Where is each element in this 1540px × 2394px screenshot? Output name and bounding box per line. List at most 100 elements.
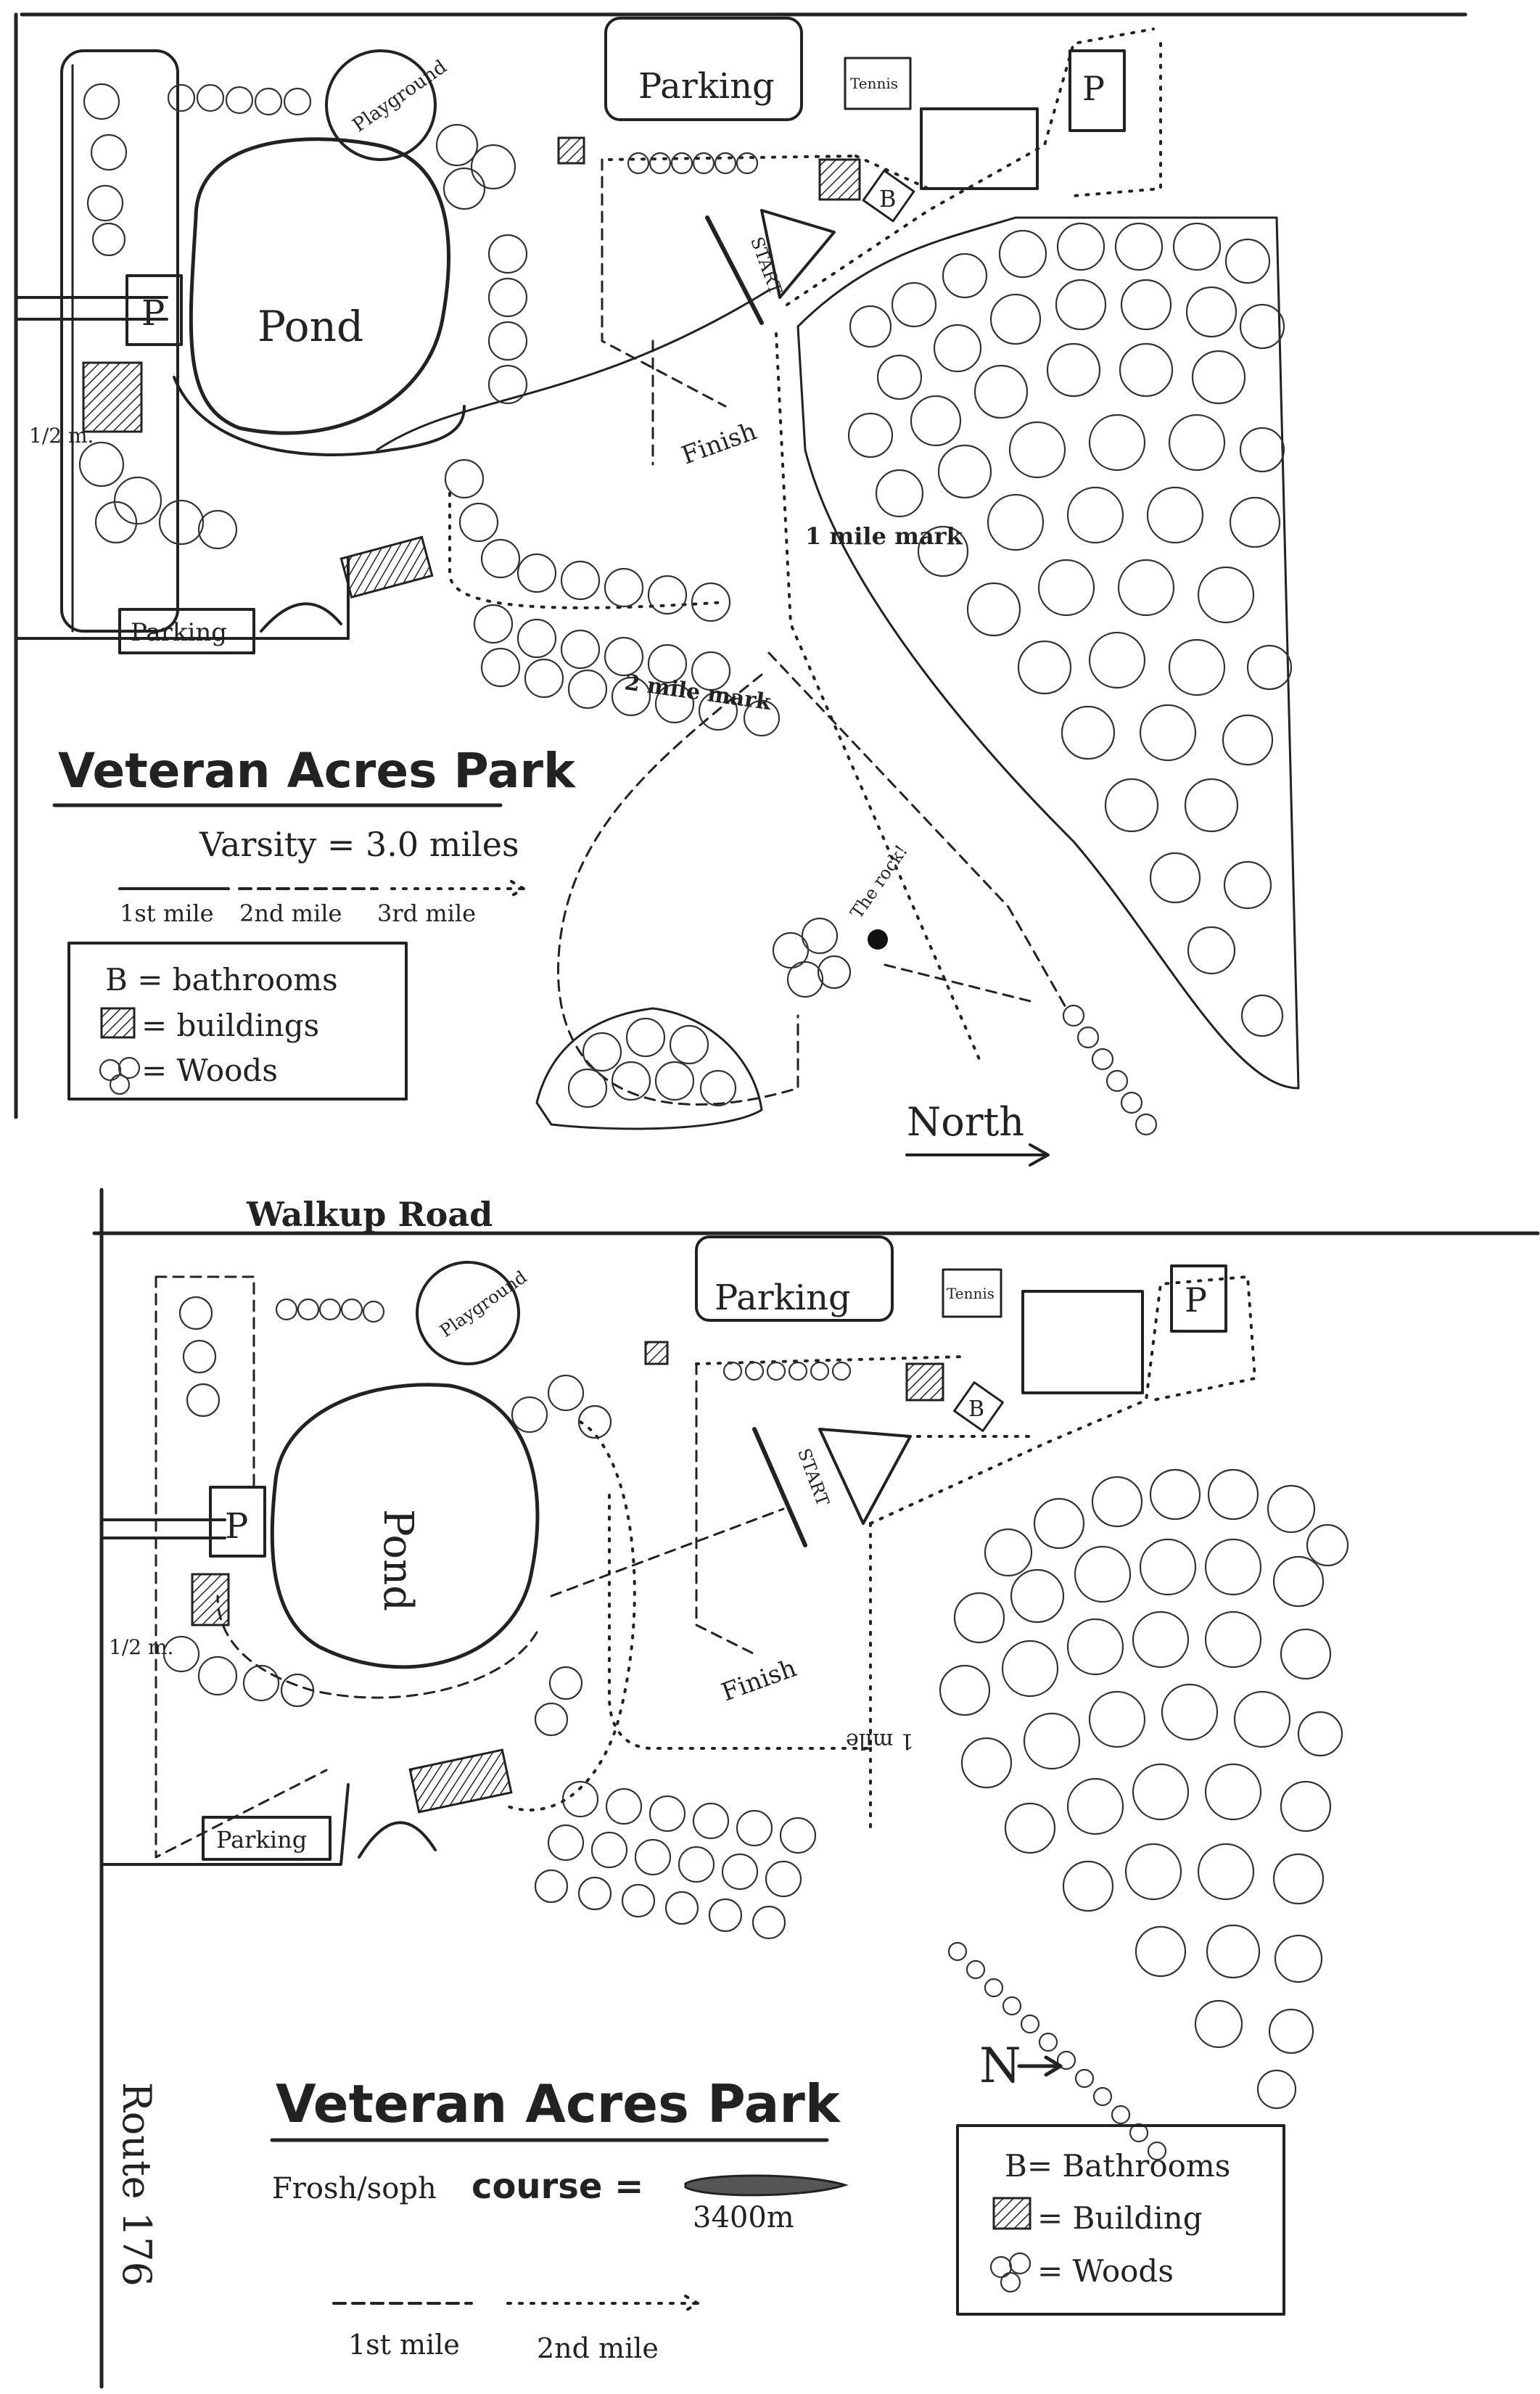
walkup-road-label: Walkup Road: [246, 1195, 493, 1234]
map-subtitle-prefix: Frosh/soph: [272, 2172, 437, 2205]
parking-bottom-label: Parking: [131, 618, 227, 647]
start-triangle: [818, 1428, 912, 1525]
bottom-parking-lot-curve: [358, 1821, 437, 1859]
legend-buildings: = Building: [1037, 2200, 1203, 2236]
course-path-2nd-mile: [557, 673, 1032, 1106]
legend-woods-swatch: [989, 2252, 1032, 2293]
woods-top-strip: [167, 83, 759, 175]
course-path-2nd-mile: [695, 1275, 1256, 1525]
north-label: N: [979, 2038, 1021, 2094]
north-label: North: [907, 1099, 1024, 1145]
one-mile-mark-label: 1 mile mark: [805, 522, 963, 550]
mile-key-label-3: 3rd mile: [377, 900, 476, 927]
lower-left-road: [100, 1783, 350, 1866]
half-mile-label: 1/2 m.: [109, 1635, 173, 1659]
start-line: [705, 215, 764, 325]
pond-label: Pond: [258, 302, 363, 351]
legend-woods-swatch: [99, 1056, 141, 1095]
course-path-3rd-mile: [448, 492, 727, 609]
finish-label: Finish: [717, 1653, 800, 1707]
woods-bottom: [535, 917, 1158, 1136]
p-left-box: [209, 1486, 266, 1558]
legend-bathrooms: B= Bathrooms: [1005, 2148, 1230, 2184]
map-subtitle-course: course =: [472, 2166, 643, 2207]
left-entrance-road: [100, 1518, 226, 1539]
p-right-box: [1170, 1264, 1227, 1333]
route-176-label: Route 176: [114, 2082, 160, 2287]
legend-building-swatch: [100, 1007, 136, 1039]
course-path-1st-mile: [155, 1275, 328, 1859]
parking-bottom-label: Parking: [216, 1826, 307, 1854]
mile-key-label-2: 2nd mile: [537, 2332, 659, 2364]
start-triangle: [760, 209, 836, 299]
p-left-label: P: [225, 1506, 248, 1547]
north-arrow-icon: [905, 1143, 1050, 1167]
building: [191, 1573, 230, 1626]
bottom-map: Walkup Road Route 176 Parking Tennis P P…: [92, 1188, 1540, 2389]
parking-lot-top: [604, 17, 803, 121]
pond-outline: [270, 1383, 540, 1669]
legend-building-swatch: [992, 2197, 1032, 2230]
woods-large-top: [796, 216, 1300, 1090]
p-left-box: [125, 274, 183, 346]
finish-label: Finish: [678, 416, 760, 470]
distance-label: 3400m: [693, 2201, 794, 2234]
building: [339, 535, 434, 599]
p-right-label: P: [1185, 1280, 1207, 1320]
building: [644, 1341, 669, 1365]
mile-key-line-3: [390, 880, 525, 897]
course-path-2nd-mile: [506, 1420, 636, 1811]
parking-lot-bottom: [118, 608, 255, 654]
bathrooms-box: [953, 1381, 1004, 1432]
legend-woods: = Woods: [141, 1053, 278, 1088]
mile-key-line-2: [506, 2295, 699, 2312]
pond-label: Pond: [374, 1509, 421, 1611]
p-left-label: P: [141, 293, 165, 334]
pond-outline: [189, 137, 450, 435]
woods-center-strip: [444, 234, 781, 737]
tennis-label: Tennis: [850, 75, 898, 92]
bottom-parking-lot-curve: [260, 602, 342, 633]
course-path-2nd-mile: [767, 651, 1068, 1010]
mile-key-label-1: 1st mile: [120, 900, 214, 927]
course-path-1st-mile: [216, 1595, 538, 1699]
building: [82, 361, 143, 433]
woods-left: [78, 83, 516, 550]
map-subtitle: Varsity = 3.0 miles: [199, 825, 519, 864]
bathrooms-box: [862, 169, 915, 223]
legend-box: [67, 942, 408, 1101]
tennis-court: [844, 57, 912, 110]
p-right-label: P: [1082, 69, 1105, 108]
woods-large-bottom: [939, 1468, 1349, 2110]
start-label: START: [794, 1446, 833, 1509]
course-path-2nd-mile: [608, 1435, 1032, 1837]
tennis-label: Tennis: [947, 1285, 995, 1302]
start-line: [752, 1427, 807, 1547]
north-arrow-icon: [1017, 2055, 1063, 2077]
one-mile-label: 1 mile: [846, 1728, 914, 1753]
parking-lot-top: [695, 1235, 894, 1322]
playground-circle: [325, 49, 437, 161]
legend-box: [956, 2124, 1285, 2316]
lot-top-middle: [920, 107, 1039, 190]
legend-woods: = Woods: [1037, 2253, 1174, 2289]
lot-top-middle: [1021, 1290, 1144, 1394]
woods-left-bottom: [162, 1296, 852, 1708]
legend-bathrooms: B = bathrooms: [105, 962, 338, 998]
parking-lot-bottom: [202, 1816, 332, 1861]
legend-buildings: = buildings: [141, 1008, 319, 1043]
scribble-icon: [684, 2174, 849, 2197]
the-rock-label: The rock!: [847, 842, 912, 923]
woods-center-bottom: [511, 1374, 817, 1940]
tennis-court: [942, 1268, 1002, 1318]
course-path-1st-mile: [550, 1362, 785, 1655]
top-map: Parking Tennis P P 1/2 m. Pond Playgroun…: [14, 12, 1467, 1167]
mile-key-label-1: 1st mile: [348, 2329, 460, 2361]
course-path-3rd-mile: [775, 332, 981, 1061]
course-path-2nd-mile: [601, 158, 727, 408]
building: [408, 1748, 513, 1814]
mile-key-label-2: 2nd mile: [239, 900, 342, 927]
course-path-1st-mile: [173, 376, 466, 456]
p-right-box: [1068, 49, 1126, 132]
